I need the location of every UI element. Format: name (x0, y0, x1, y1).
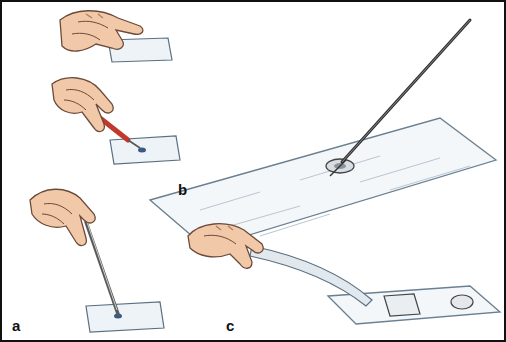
panel-letter: c (226, 318, 234, 333)
hand-with-scalpel (52, 78, 180, 164)
slide-with-drop (150, 20, 496, 248)
panel-letter: b (178, 182, 187, 197)
hand-with-slide (60, 11, 172, 62)
hand-with-spreader (188, 224, 500, 324)
hand-with-needle (30, 189, 164, 332)
panel-letter: a (12, 318, 20, 333)
